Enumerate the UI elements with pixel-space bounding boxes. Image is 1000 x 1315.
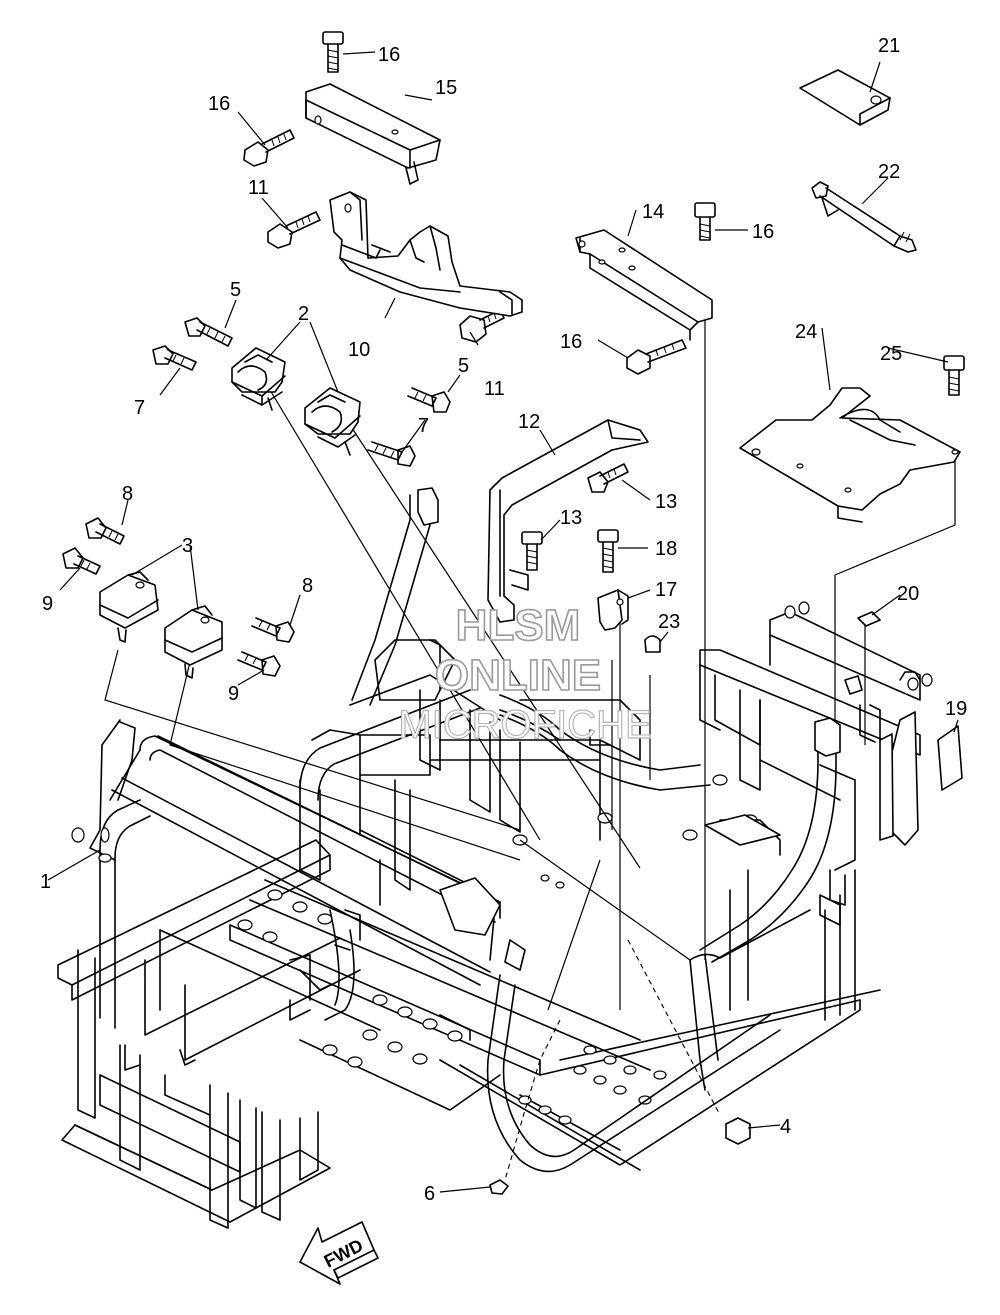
engine-mount-3-left xyxy=(99,571,159,643)
callout-1: 1 xyxy=(40,871,51,893)
callout-6: 6 xyxy=(424,1183,435,1205)
callout-16-lower: 16 xyxy=(560,331,582,353)
bracket-10 xyxy=(329,191,523,317)
callout-16-top: 16 xyxy=(378,44,400,66)
watermark-line3: MICROFICHE xyxy=(398,703,651,747)
callout-4: 4 xyxy=(780,1116,791,1138)
callout-12: 12 xyxy=(518,411,540,433)
callout-24: 24 xyxy=(795,321,817,343)
callout-16-right: 16 xyxy=(752,221,774,243)
callout-17: 17 xyxy=(655,579,677,601)
callout-7-right: 7 xyxy=(418,415,429,437)
callout-8-right: 8 xyxy=(302,575,313,597)
callout-5-left: 5 xyxy=(230,279,241,301)
callout-9-right: 9 xyxy=(228,683,239,705)
callout-7-left: 7 xyxy=(134,397,145,419)
pin-22 xyxy=(811,181,917,253)
bracket-17 xyxy=(597,589,629,631)
callout-11-left: 11 xyxy=(248,177,269,199)
callout-5-right: 5 xyxy=(458,355,469,377)
bracket-15 xyxy=(305,83,441,185)
floor-holes xyxy=(237,774,758,1125)
callout-14: 14 xyxy=(642,201,664,223)
label-19 xyxy=(937,725,963,791)
callout-3: 3 xyxy=(182,535,193,557)
bolts xyxy=(62,31,965,1195)
bracket-14 xyxy=(575,229,713,341)
callout-15: 15 xyxy=(435,77,457,99)
fwd-arrow: FWD xyxy=(299,1221,379,1285)
main-frame xyxy=(57,487,933,1229)
callout-22: 22 xyxy=(878,161,900,183)
callout-11-right: 11 xyxy=(484,378,505,400)
callout-8-left: 8 xyxy=(122,483,133,505)
callout-2: 2 xyxy=(298,303,309,325)
label-20 xyxy=(857,611,881,627)
callout-13-right: 13 xyxy=(655,491,677,513)
callout-numbers: 1 2 3 4 5 5 6 7 7 8 8 9 9 10 11 11 12 13… xyxy=(40,35,967,1205)
watermark: HLSM ONLINE MICROFICHE xyxy=(398,600,653,747)
engine-mount-2-right xyxy=(304,387,361,456)
callout-19: 19 xyxy=(945,698,967,720)
callout-20: 20 xyxy=(897,583,919,605)
cover-21 xyxy=(799,69,891,126)
callout-18: 18 xyxy=(655,538,677,560)
callout-13-left: 13 xyxy=(560,507,582,529)
callout-16-left: 16 xyxy=(208,93,230,115)
support-12 xyxy=(487,419,649,623)
callout-9-left: 9 xyxy=(42,593,53,615)
engine-mount-3-right xyxy=(164,605,223,679)
leader-lines xyxy=(47,51,959,1193)
watermark-line1: HLSM xyxy=(456,601,581,650)
plate-24 xyxy=(739,387,961,523)
watermark-line2: ONLINE xyxy=(435,651,601,700)
callout-10: 10 xyxy=(348,339,370,361)
callout-25: 25 xyxy=(880,343,902,365)
engine-mount-2-left xyxy=(231,347,286,411)
assembly-lines xyxy=(104,320,956,1181)
callout-21: 21 xyxy=(878,35,900,57)
callout-23: 23 xyxy=(658,611,680,633)
